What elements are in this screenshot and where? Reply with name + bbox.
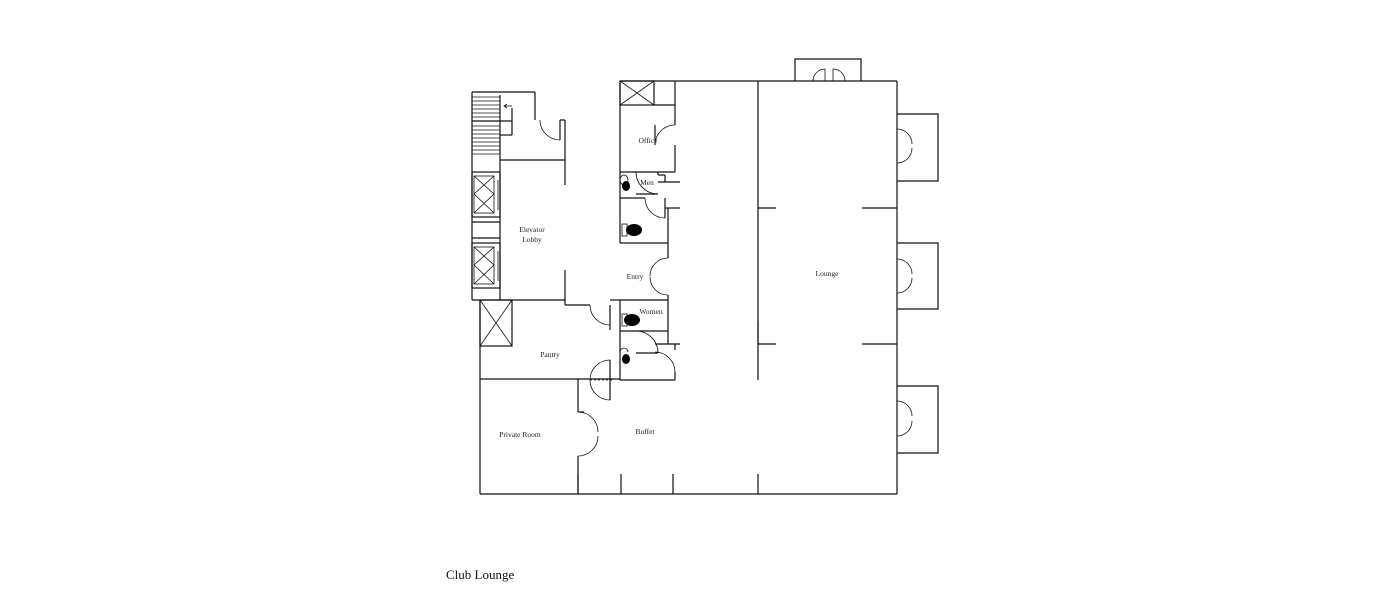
- plan-caption: Club Lounge: [446, 567, 515, 582]
- elevator-1: [471, 171, 501, 218]
- elevator-divider: [472, 160, 501, 300]
- label-elevator-lobby-2: Lobby: [522, 235, 542, 244]
- lounge-partitions: [577, 81, 897, 494]
- stair-door: [539, 119, 566, 185]
- entry-doors: [649, 243, 669, 344]
- label-office: Office: [638, 136, 658, 145]
- elevator-2: [471, 242, 501, 289]
- right-bay-1: [896, 113, 939, 182]
- label-men: Men: [640, 178, 654, 187]
- private-room-walls: [577, 379, 599, 494]
- pantry-area: [479, 299, 620, 401]
- lobby-walls: [564, 270, 620, 330]
- label-lounge: Lounge: [816, 269, 840, 278]
- label-private-room: Private Room: [499, 430, 541, 439]
- label-pantry: Pantry: [540, 350, 560, 359]
- label-buffet: Buffet: [635, 427, 655, 436]
- womens-restroom: [619, 299, 680, 381]
- mens-restroom: [619, 171, 680, 244]
- label-entry: Entry: [627, 272, 644, 281]
- room-labels: Office Men Elevator Lobby Entry Lounge W…: [499, 136, 839, 439]
- right-bay-3: [896, 385, 939, 454]
- office-area: [619, 80, 676, 173]
- label-elevator-lobby-1: Elevator: [519, 225, 545, 234]
- label-women: Women: [639, 307, 662, 316]
- top-bay: [794, 58, 862, 82]
- stairs: [472, 95, 565, 161]
- right-bay-2: [896, 242, 939, 310]
